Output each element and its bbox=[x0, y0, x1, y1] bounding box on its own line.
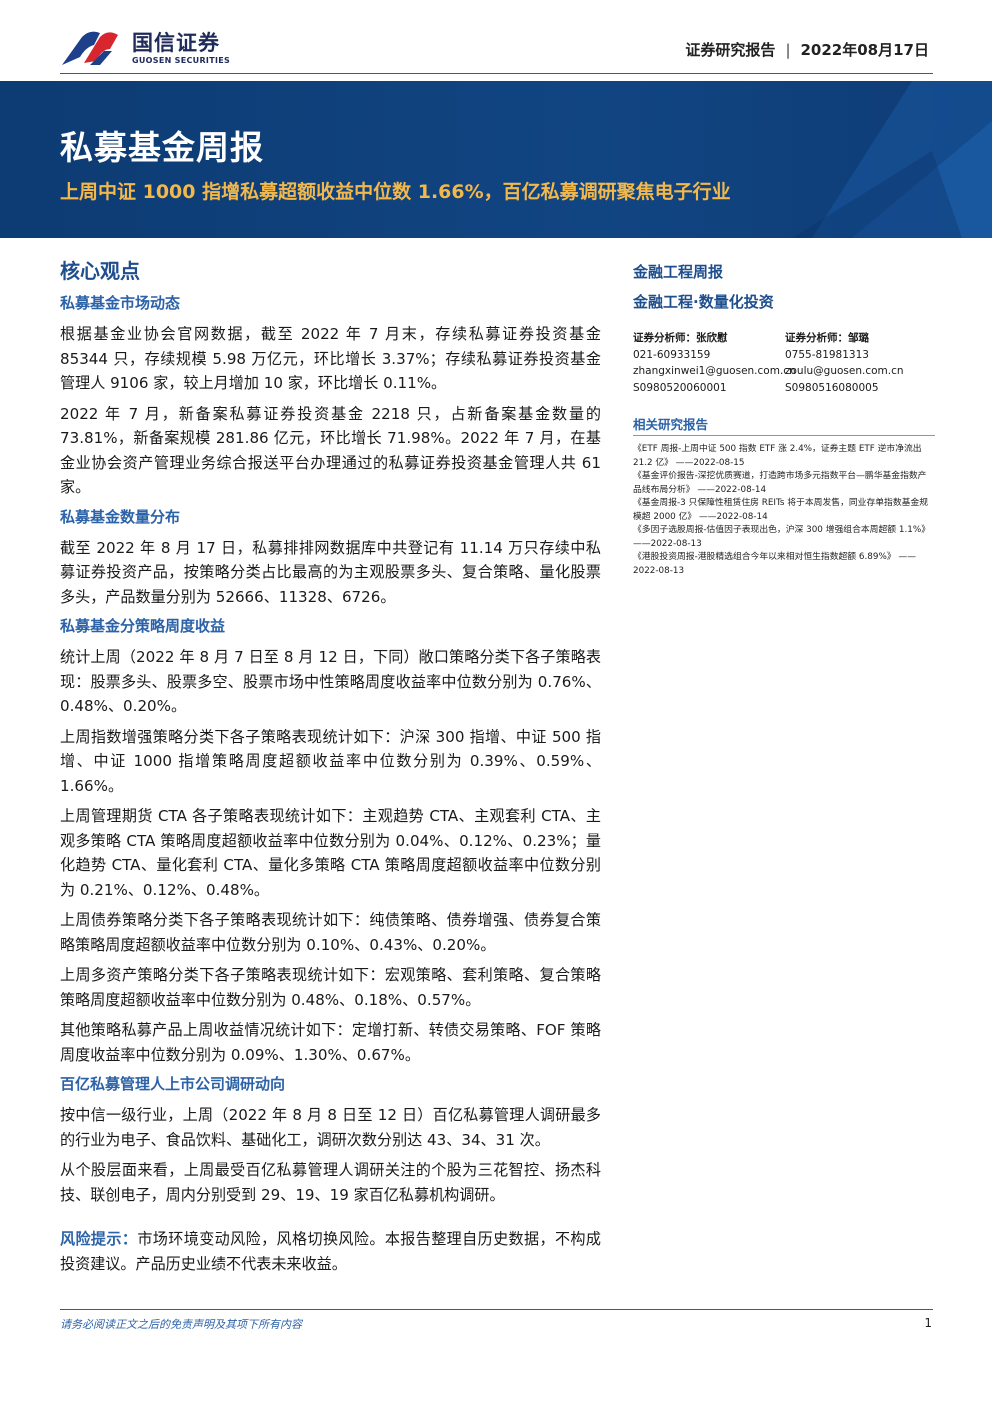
section-heading: 私募基金分策略周度收益 bbox=[60, 617, 226, 635]
analyst-cert: S0980516080005 bbox=[785, 381, 879, 394]
section-heading: 私募基金数量分布 bbox=[60, 507, 181, 526]
paragraph: 统计上周（2022 年 8 月 7 日至 8 月 12 日，下同）敞口策略分类下… bbox=[60, 648, 601, 715]
section-heading: 私募基金市场动态 bbox=[60, 294, 181, 312]
report-subtitle: 上周中证 1000 指增私募超额收益中位数 1.66%，百亿私募调研聚焦电子行业 bbox=[60, 181, 731, 203]
paragraph: 上周多资产策略分类下各子策略表现统计如下：宏观策略、套利策略、复合策略策略周度超… bbox=[60, 966, 601, 1009]
title-banner: 私募基金周报 上周中证 1000 指增私募超额收益中位数 1.66%，百亿私募调… bbox=[0, 81, 992, 238]
analyst-card: 证券分析师：张欣慰 021-60933159 zhangxinwei1@guos… bbox=[633, 330, 796, 396]
analyst-list: 证券分析师：张欣慰 021-60933159 zhangxinwei1@guos… bbox=[633, 330, 935, 396]
meta-separator: | bbox=[785, 41, 791, 59]
analyst-title: 证券分析师：邹璐 bbox=[785, 332, 869, 344]
sidebar: 金融工程周报 金融工程·数量化投资 证券分析师：张欣慰 021-60933159… bbox=[633, 258, 935, 578]
paragraph: 按中信一级行业，上周（2022 年 8 月 8 日至 12 日）百亿私募管理人调… bbox=[60, 1106, 601, 1149]
analyst-card: 证券分析师：邹璐 0755-81981313 zoulu@guosen.com.… bbox=[785, 330, 935, 396]
related-report-item[interactable]: 《基金评价报告-深挖优质赛道，打造跨市场多元指数平台—鹏华基金指数产品线布局分析… bbox=[633, 471, 927, 495]
related-report-item[interactable]: 《多因子选股周报-估值因子表现出色，沪深 300 增强组合本周超额 1.1%》 … bbox=[633, 525, 931, 549]
core-title: 核心观点 bbox=[60, 259, 140, 283]
report-title: 私募基金周报 bbox=[60, 128, 264, 167]
footer-divider bbox=[60, 1309, 933, 1310]
report-date: 2022年08月17日 bbox=[800, 41, 930, 59]
paragraph: 根据基金业协会官网数据，截至 2022 年 7 月末，存续私募证券投资基金 85… bbox=[60, 325, 601, 392]
paragraph: 上周债券策略分类下各子策略表现统计如下：纯债策略、债券增强、债券复合策略策略周度… bbox=[60, 911, 601, 954]
paragraph: 上周指数增强策略分类下各子策略表现统计如下：沪深 300 指增、中证 500 指… bbox=[60, 727, 601, 795]
risk-warning: 风险提示：市场环境变动风险，风格切换风险。本报告整理自历史数据，不构成投资建议。… bbox=[60, 1227, 601, 1276]
header-divider bbox=[60, 73, 933, 74]
paragraph: 上周管理期货 CTA 各子策略表现统计如下：主观趋势 CTA、主观套利 CTA、… bbox=[60, 807, 601, 899]
paragraph: 从个股层面来看，上周最受百亿私募管理人调研关注的个股为三花智控、扬杰科技、联创电… bbox=[60, 1161, 601, 1204]
analyst-phone: 021-60933159 bbox=[633, 348, 711, 361]
banner-decoration bbox=[792, 81, 992, 238]
analyst-phone: 0755-81981313 bbox=[785, 348, 869, 361]
related-reports-list: 《ETF 周报-上周中证 500 指数 ETF 涨 2.4%，证券主题 ETF … bbox=[633, 443, 935, 578]
paragraph: 其他策略私募产品上周收益情况统计如下：定增打新、转债交易策略、FOF 策略周度收… bbox=[60, 1021, 601, 1064]
company-logo: 国信证券 GUOSEN SECURITIES bbox=[60, 25, 260, 70]
related-report-item[interactable]: 《港股投资周报-港股精选组合今年以来相对恒生指数超额 6.89%》 ——2022… bbox=[633, 552, 917, 576]
section-heading: 百亿私募管理人上市公司调研动向 bbox=[60, 1075, 286, 1093]
page-number: 1 bbox=[924, 1316, 932, 1330]
related-reports-heading: 相关研究报告 bbox=[633, 414, 935, 436]
logo-english-name: GUOSEN SECURITIES bbox=[132, 56, 231, 65]
analyst-email[interactable]: zoulu@guosen.com.cn bbox=[785, 365, 904, 377]
footer-disclaimer: 请务必阅读正文之后的免责声明及其项下所有内容 bbox=[60, 1318, 302, 1331]
analyst-cert: S0980520060001 bbox=[633, 381, 727, 394]
related-report-item[interactable]: 《ETF 周报-上周中证 500 指数 ETF 涨 2.4%，证券主题 ETF … bbox=[633, 444, 922, 468]
risk-text: 市场环境变动风险，风格切换风险。本报告整理自历史数据，不构成投资建议。产品历史业… bbox=[60, 1230, 601, 1273]
risk-label: 风险提示： bbox=[60, 1230, 138, 1248]
related-report-item[interactable]: 《基金周报-3 只保障性租赁住房 REITs 将于本周发售，同业存单指数基金规模… bbox=[633, 498, 929, 522]
core-viewpoints: 核心观点 私募基金市场动态 根据基金业协会官网数据，截至 2022 年 7 月末… bbox=[60, 258, 601, 1282]
report-category: 金融工程周报 bbox=[633, 263, 724, 281]
analyst-title: 证券分析师：张欣慰 bbox=[633, 332, 728, 344]
report-meta: 证券研究报告 | 2022年08月17日 bbox=[685, 39, 929, 60]
report-subcategory: 金融工程·数量化投资 bbox=[633, 293, 774, 311]
guosen-logo-icon bbox=[62, 31, 118, 66]
paragraph: 2022 年 7 月，新备案私募证券投资基金 2218 只，占新备案基金数量的 … bbox=[60, 404, 601, 497]
paragraph: 截至 2022 年 8 月 17 日，私募排排网数据库中共登记有 11.14 万… bbox=[60, 538, 601, 606]
analyst-email[interactable]: zhangxinwei1@guosen.com.cn bbox=[633, 365, 796, 377]
report-kind: 证券研究报告 bbox=[685, 41, 776, 59]
logo-chinese-name: 国信证券 bbox=[132, 31, 220, 55]
